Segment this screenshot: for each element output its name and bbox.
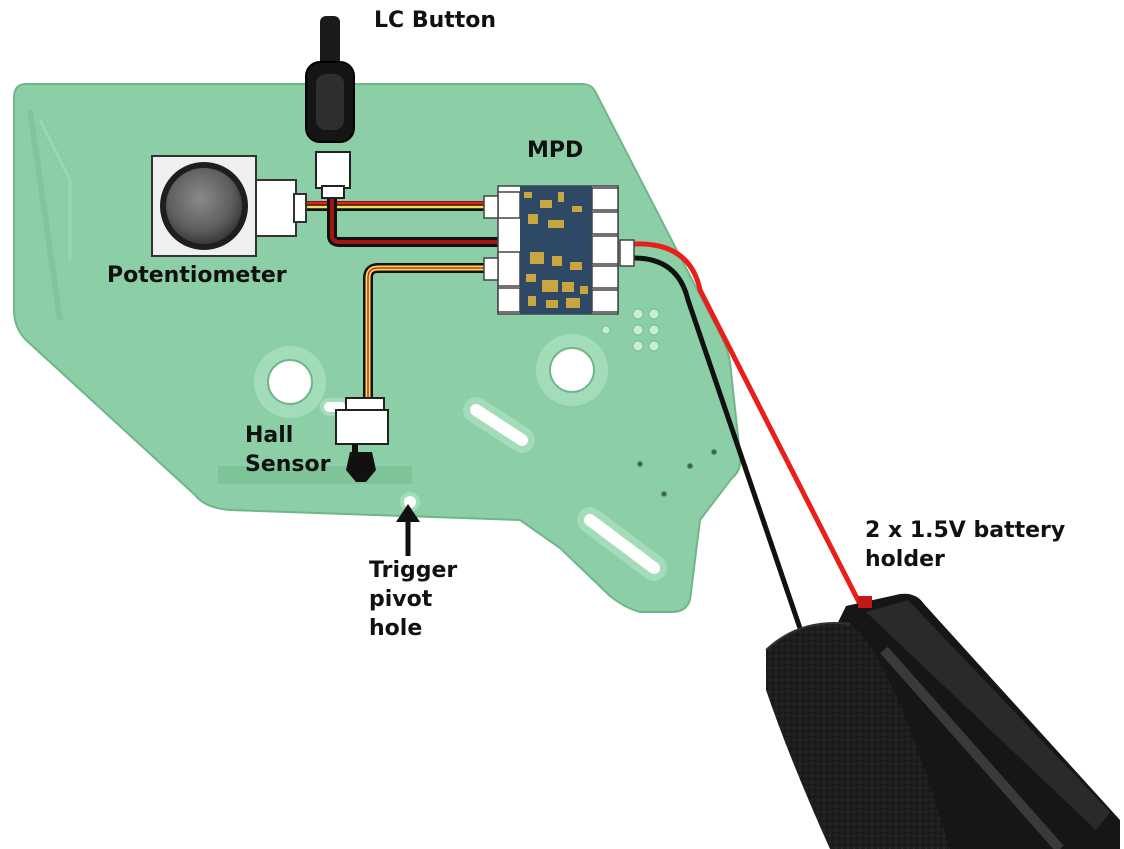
trigger-label-line2: pivot <box>369 587 433 612</box>
arrow-up-icon <box>396 504 420 556</box>
battery-holder-icon <box>765 593 1120 849</box>
hall-sensor-label-line1: Hall <box>245 423 294 448</box>
trigger-label-line3: hole <box>369 616 423 641</box>
mounting-hole-left <box>254 346 326 418</box>
lc-button-icon <box>305 16 355 199</box>
potentiometer-icon <box>151 155 307 257</box>
battery-holder-label: 2 x 1.5V battery holder <box>865 516 1065 574</box>
mpd-label: MPD <box>527 138 584 163</box>
trigger-pivot-hole <box>400 492 420 512</box>
mpd-board-icon <box>483 185 635 315</box>
mounting-hole-right <box>536 334 608 406</box>
battery-wire-red <box>631 241 867 615</box>
lc-button-label: LC Button <box>374 8 497 33</box>
pcb-board <box>13 83 742 613</box>
battery-label-line1: 2 x 1.5V battery <box>865 518 1066 543</box>
hall-sensor-icon <box>335 397 389 482</box>
battery-wire-black <box>631 255 807 643</box>
potentiometer-label: Potentiometer <box>107 263 287 288</box>
battery-label-line2: holder <box>865 547 945 572</box>
trigger-pivot-hole-label: Trigger pivot hole <box>369 556 457 643</box>
pad-cluster <box>601 308 718 498</box>
slot-middle <box>463 397 535 453</box>
hall-sensor-label-line2: Sensor <box>245 452 331 477</box>
wiring <box>299 187 867 643</box>
trigger-label-line1: Trigger <box>369 558 458 583</box>
slot-lower <box>577 507 667 581</box>
hall-sensor-label: Hall Sensor <box>245 421 331 479</box>
